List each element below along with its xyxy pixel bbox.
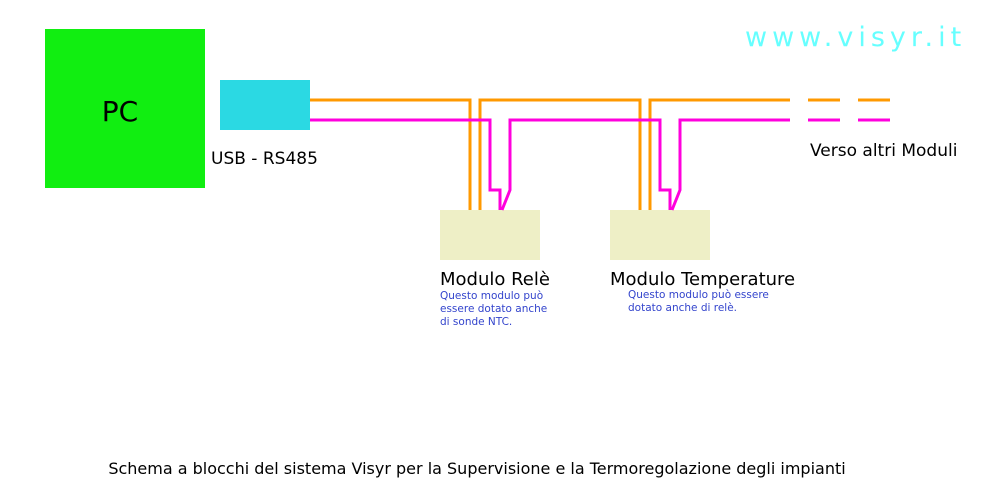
- converter-label: USB - RS485: [211, 149, 318, 169]
- diagram-caption: Schema a blocchi del sistema Visyr per l…: [108, 459, 846, 478]
- pc-label: PC: [101, 95, 139, 128]
- bus-extension-label: Verso altri Moduli: [810, 141, 958, 161]
- usb-rs485-converter-block: [220, 80, 310, 130]
- relay-module-note: Questo modulo può essere dotato anche di…: [440, 290, 548, 328]
- bus-wire-a: [648, 98, 790, 210]
- bus-wire-b: [500, 118, 672, 211]
- relay-module-title: Modulo Relè: [440, 269, 550, 290]
- bus-wire-a: [310, 98, 472, 210]
- bus-wire-b: [310, 118, 502, 210]
- relay-module-block: [440, 210, 540, 260]
- temperature-module-block: [610, 210, 710, 260]
- temperature-module-note: Questo modulo può essere dotato anche di…: [628, 289, 769, 314]
- temperature-module-title: Modulo Temperature: [610, 269, 796, 290]
- bus-wire-b: [670, 118, 790, 211]
- pc-block: PC: [45, 29, 205, 188]
- bus-wire-a: [478, 98, 642, 210]
- website-url: www.visyr.it: [745, 22, 967, 53]
